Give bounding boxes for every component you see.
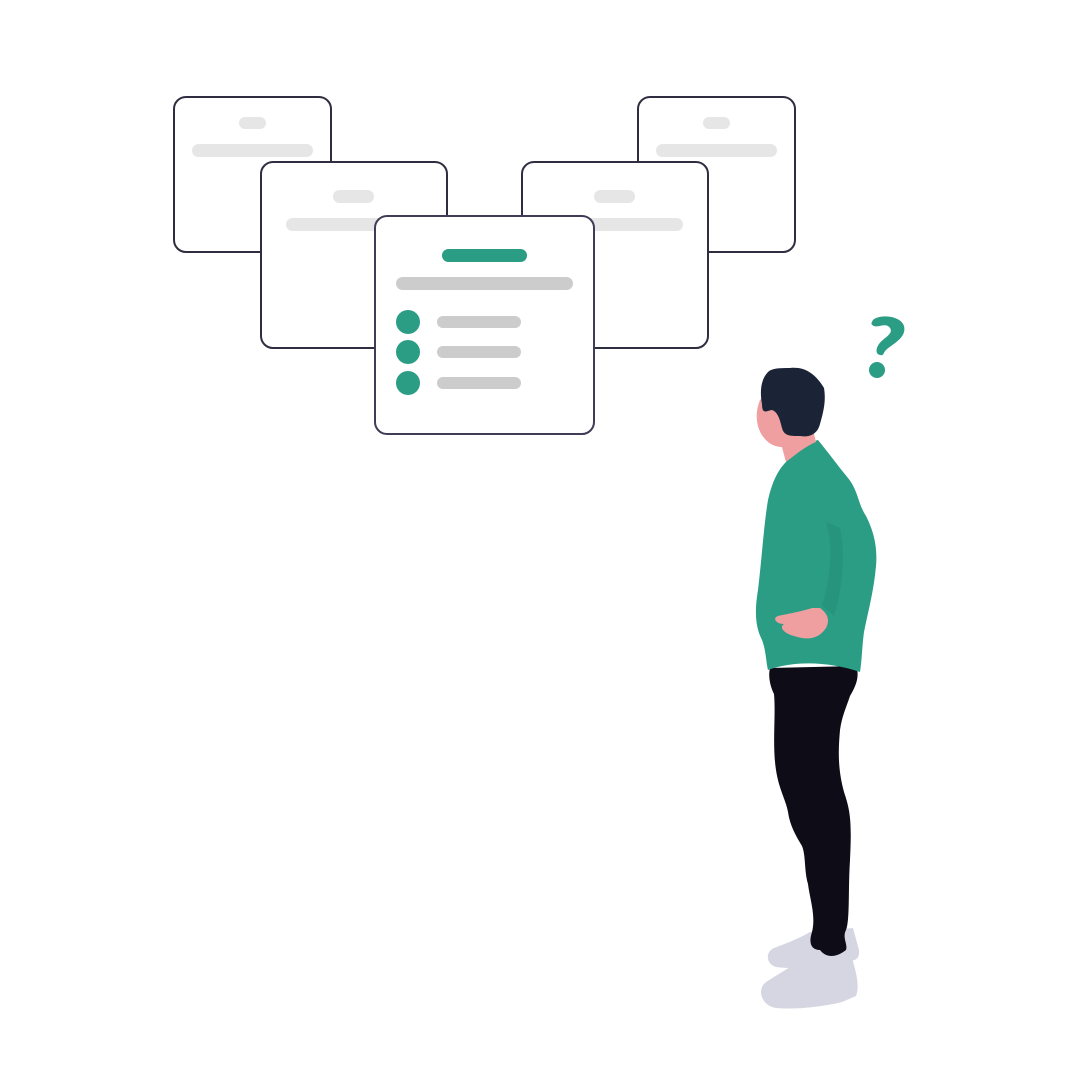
list-item-placeholder [437,377,521,389]
card-subtitle-placeholder [396,277,573,290]
list-item [396,340,521,364]
card-title-placeholder [594,190,635,203]
sweater [755,440,877,672]
list-item [396,371,521,395]
card-title-placeholder [703,117,730,129]
bullet-dot-icon [396,371,420,395]
card-title-accent-bar [442,249,527,262]
pants [769,666,858,956]
card-title-placeholder [239,117,266,129]
card-front [374,215,595,435]
list-item [396,310,521,334]
sweater-fold [822,522,843,616]
hand [775,608,828,639]
list-item-placeholder [437,316,521,328]
bullet-dot-icon [396,340,420,364]
person-figure [755,367,877,1009]
card-text-placeholder [656,144,777,157]
bullet-dot-icon [396,310,420,334]
list-item-placeholder [437,346,521,358]
card-text-placeholder [192,144,313,157]
question-mark-icon [869,316,905,378]
hair [760,367,825,437]
shoe-front [761,948,858,1009]
card-title-placeholder [333,190,374,203]
